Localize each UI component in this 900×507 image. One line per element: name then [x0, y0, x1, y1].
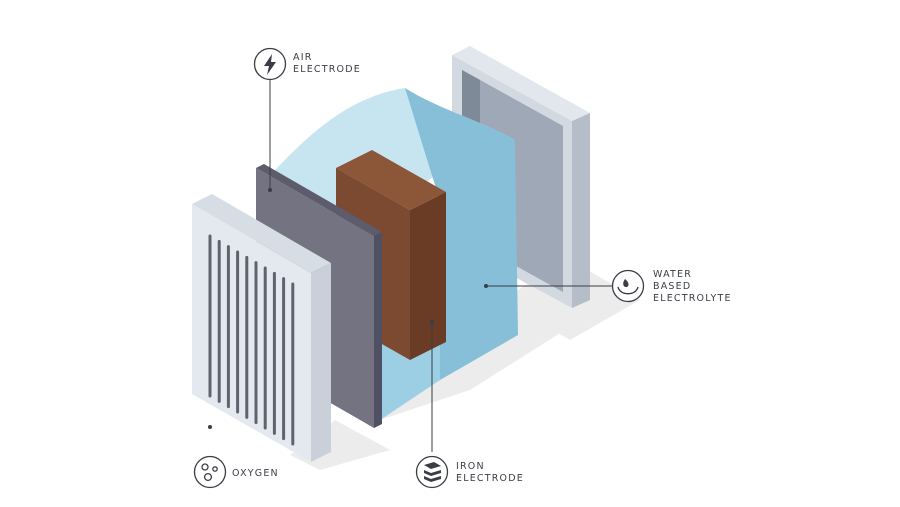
air-electrode-edge	[374, 232, 382, 428]
leader-dots	[208, 188, 488, 429]
label-iron-electrode: IRON ELECTRODE	[456, 461, 524, 484]
water-drop-icon	[611, 269, 645, 303]
back-frame-side	[572, 113, 590, 308]
iron-side	[410, 192, 446, 360]
dot-oxygen	[208, 425, 212, 429]
front-grille	[192, 194, 331, 462]
lightning-bolt-icon	[253, 47, 287, 81]
bubbles-icon	[193, 455, 227, 489]
air-electrode-top	[256, 164, 382, 236]
label-oxygen: OXYGEN	[232, 468, 279, 479]
electrolyte-side	[405, 88, 518, 380]
stacked-layers-icon	[415, 455, 449, 489]
grille-front	[192, 204, 311, 462]
leader-lines	[269, 80, 612, 452]
label-air-electrode: AIR ELECTRODE	[293, 52, 361, 75]
dot-air-electrode	[268, 188, 272, 192]
grille-side	[311, 263, 331, 462]
grille-slots	[208, 234, 295, 446]
dot-electrolyte	[484, 284, 488, 288]
label-water-electrolyte: WATER BASED ELECTROLYTE	[653, 269, 732, 304]
grille-top	[192, 194, 331, 273]
iron-top	[336, 150, 446, 210]
back-frame-top	[452, 46, 590, 121]
dot-iron-electrode	[430, 320, 434, 324]
